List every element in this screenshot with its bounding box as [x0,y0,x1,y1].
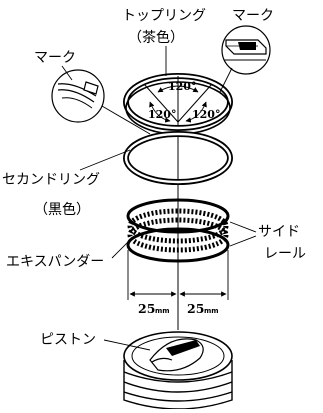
mark-right-callout [221,25,271,75]
dimension-right-unit: mm [204,307,219,315]
upper-side-rail [126,198,230,234]
lower-side-rail [126,227,230,263]
angle-top-label: 120° [168,80,196,93]
angle-right-label: 120° [192,108,220,121]
expander-leader [111,237,133,259]
second-ring-leader [79,149,131,171]
mark-right-leader [219,67,233,93]
angle-arcs [149,85,207,123]
mark-right-label: マーク [232,8,274,24]
dimension-right-value: 25 [187,301,204,316]
piston-label: ピストン [40,332,96,348]
second-ring-color-label: （黒色） [34,201,90,218]
dimension-lines [127,250,229,300]
expander-ring [127,208,229,253]
mark-left-leader-top [61,65,73,81]
side-rail-leader-upper [229,221,257,233]
mark-left-leader [101,105,151,135]
top-ring-color-label: （茶色） [128,29,184,46]
piston-leader [103,339,151,351]
second-ring [123,131,233,185]
rail-label: レール [264,246,306,262]
mark-left-callout [51,69,105,123]
dimension-left-unit: mm [155,307,170,315]
angle-left-label: 120° [148,108,176,121]
side-label: サイド [258,224,300,240]
dimension-left-value: 25 [138,301,155,316]
side-rail-leader-lower [229,235,257,247]
expander-label: エキスパンダー [6,254,104,270]
piston [123,331,233,410]
top-ring-label: トップリング [122,8,206,24]
mark-left-label: マーク [34,50,76,66]
second-ring-label: セカンドリング [2,172,100,188]
